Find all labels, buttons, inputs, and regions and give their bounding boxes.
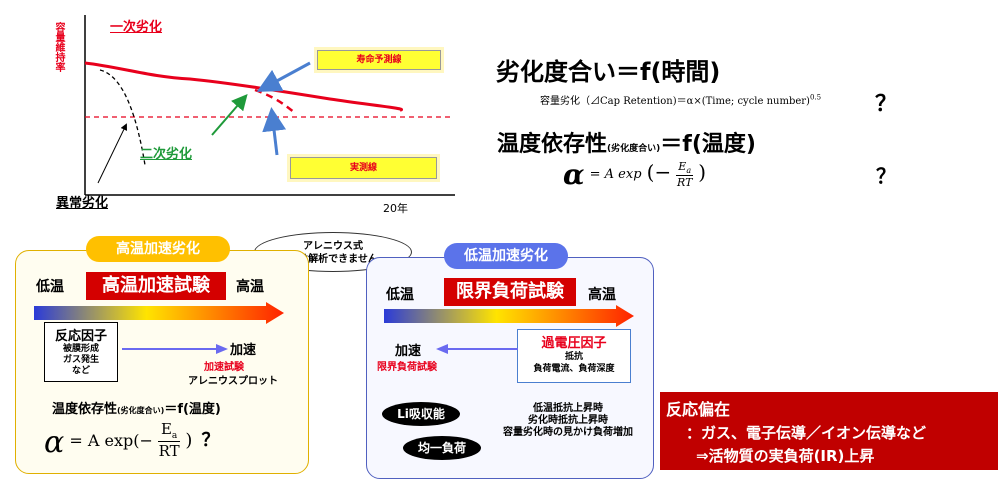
li-absorption-oval: Li吸収能 [382,402,460,426]
primary-degradation-label: 一次劣化 [110,20,163,35]
arrhenius-formula: α = A exp (− Ea RT ) [563,158,707,192]
right-temp-gradient-arrow [384,305,634,327]
abnormal-degradation-curve [99,69,146,166]
question-mark-2: ？ [876,164,896,188]
arrow-to-measured [262,107,287,156]
arrow-abnormal [97,123,127,184]
temp-dependence-title: 温度依存性(劣化度合い)＝f(温度) [497,132,756,157]
capacity-formula: 容量劣化（⊿Cap Retention)＝α×(Time; cycle numb… [540,93,822,107]
degradation-chart [84,15,455,196]
abnormal-degradation-label: 異常劣化 [56,196,109,211]
uniform-load-oval: 均一負荷 [403,436,481,460]
left-high-temp: 高温 [236,279,264,295]
left-accel-arrow [122,344,228,354]
low-temp-tag: 低温加速劣化 [444,243,568,269]
callout-measured: 実測線 [290,157,437,179]
limit-load-test-title: 限界負荷試験 [444,278,576,306]
high-temp-test-title: 高温加速試験 [86,272,226,300]
chart-ylabel: 容量維持率 [53,22,64,72]
right-limit-test: 限界負荷試験 [377,362,437,373]
right-low-temp: 低温 [386,287,414,303]
right-accel: 加速 [395,344,422,359]
overvoltage-factor-box: 過電圧因子 抵抗 負荷電流、負荷深度 [517,329,631,383]
arrow-secondary [211,93,248,136]
left-low-temp: 低温 [36,279,64,295]
degradation-title: 劣化度合い＝f(時間) [496,58,721,86]
right-high-temp: 高温 [588,287,616,303]
x-end-label: 20年 [383,202,408,215]
right-accel-arrow [436,344,518,354]
left-temp-dependence: 温度依存性(劣化度合い)＝f(温度) [52,402,221,417]
overvoltage-effects: 低温抵抗上昇時 劣化時抵抗上昇時 容量劣化時の見かけ負荷増加 [503,403,633,438]
secondary-degradation-label: 二次劣化 [140,147,193,162]
primary-degradation-curve [84,61,404,112]
reaction-distribution-box: 反応偏在 ：ガス、電子伝導／イオン伝導など ⇒活物質の実負荷(IR)上昇 [660,392,998,470]
left-accel: 加速 [230,343,257,358]
left-temp-gradient-arrow [34,302,284,324]
left-arrhenius-formula: α = A exp(− Ea RT ) ？ [44,420,220,460]
arrhenius-plot: アレニウスプロット [188,376,278,387]
callout-predict: 寿命予測線 [317,50,441,70]
arrow-to-predict [256,61,311,92]
left-accel-test: 加速試験 [204,362,244,373]
question-mark-1: ？ [875,92,898,117]
high-temp-tag: 高温加速劣化 [86,236,230,262]
left-factor-box: 反応因子 被膜形成 ガス発生 など [44,322,118,382]
